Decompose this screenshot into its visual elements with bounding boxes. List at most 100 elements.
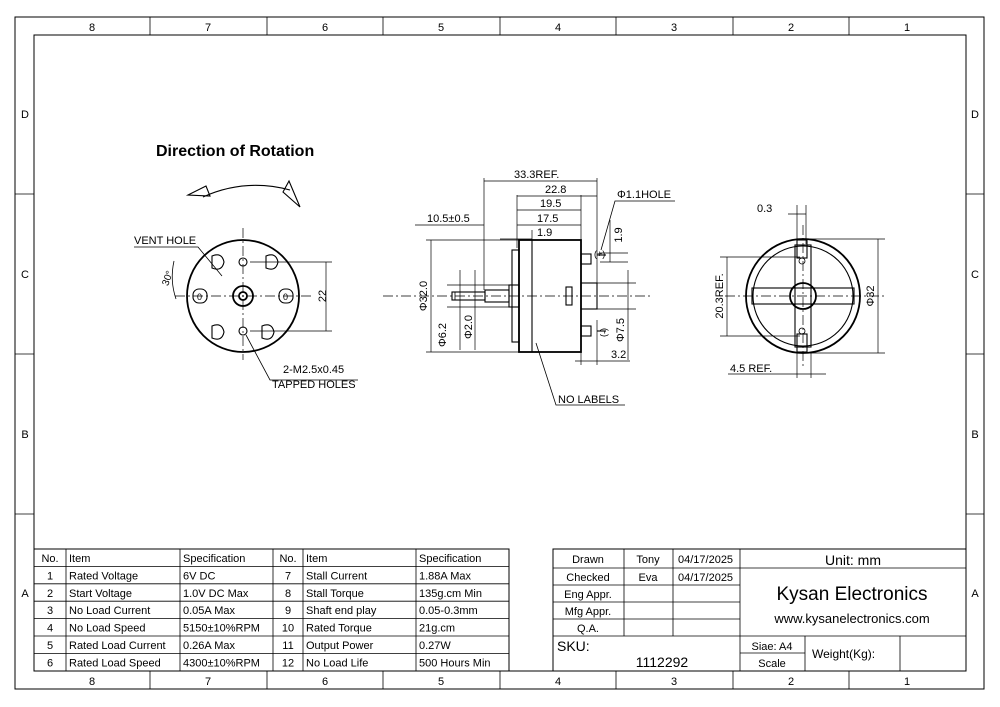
diameter-boss: Φ6.2	[437, 323, 449, 347]
drawn-date: 04/17/2025	[678, 554, 733, 566]
spec-cell: Stall Current	[306, 570, 367, 582]
eng-appr-label: Eng Appr.	[564, 589, 612, 601]
company-website: www.kysanelectronics.com	[773, 611, 929, 626]
spec-header-cell: No.	[41, 553, 58, 565]
zone-col-8-top: 8	[89, 22, 95, 34]
zone-col-4-bottom: 4	[555, 676, 561, 688]
spec-cell: 4300±10%RPM	[183, 657, 260, 669]
zone-col-1-top: 1	[904, 22, 910, 34]
dim-0-3: 0.3	[757, 203, 772, 215]
dim-1-9-vertical: 1.9	[613, 227, 625, 242]
spec-cell: Shaft end play	[306, 605, 377, 617]
checked-by: Eva	[639, 572, 659, 584]
checked-label: Checked	[566, 572, 609, 584]
spec-header-cell: Item	[69, 553, 90, 565]
dim-3-2: 3.2	[611, 349, 626, 361]
zone-col-7-top: 7	[205, 22, 211, 34]
zone-row-a-left: A	[21, 588, 29, 600]
zero-mark-right: 0	[283, 292, 288, 302]
rotation-title: Direction of Rotation	[156, 143, 314, 160]
spec-header-cell: Specification	[419, 553, 481, 565]
spec-cell: 0.27W	[419, 640, 451, 652]
zone-col-7-bottom: 7	[205, 676, 211, 688]
spec-cell: 6V DC	[183, 570, 215, 582]
drawn-by: Tony	[636, 554, 660, 566]
spec-cell: 8	[285, 588, 291, 600]
spec-cell: Rated Torque	[306, 623, 372, 635]
unit-label: Unit: mm	[825, 552, 881, 568]
rotation-arc	[202, 184, 291, 198]
weight-label: Weight(Kg):	[812, 647, 875, 661]
zero-mark-left: 0	[197, 292, 202, 302]
sku-label: SKU:	[557, 638, 590, 654]
side-view: (+) (-) 33.3REF. 22.8 19.5 17.5 1.9 10.5…	[383, 169, 675, 406]
scale-label: Scale	[758, 658, 786, 670]
spec-cell: Rated Load Current	[69, 640, 166, 652]
company-name: Kysan Electronics	[776, 584, 927, 605]
spec-cell: Rated Voltage	[69, 570, 138, 582]
spec-cell: 1	[47, 570, 53, 582]
zone-row-d-left: D	[21, 109, 29, 121]
spec-cell: Start Voltage	[69, 588, 132, 600]
spec-cell: 3	[47, 605, 53, 617]
zone-row-a-right: A	[971, 588, 979, 600]
spec-cell: 10	[282, 623, 294, 635]
zone-col-6-bottom: 6	[322, 676, 328, 688]
spec-header-cell: No.	[279, 553, 296, 565]
hole-spacing-22: 22	[317, 290, 329, 302]
spec-cell: 9	[285, 605, 291, 617]
rear-view: 0.3 20.3REF. Φ32 4.5 REF.	[714, 203, 885, 378]
diameter-body: Φ32.0	[418, 281, 430, 311]
dim-20-3-ref: 20.3REF.	[714, 273, 726, 318]
dim-4-5-ref: 4.5 REF.	[730, 363, 772, 375]
angle-30-label: 30°	[160, 269, 176, 287]
spec-cell: 1.0V DC Max	[183, 588, 249, 600]
spec-cell: 4	[47, 623, 53, 635]
spec-cell: 5	[47, 640, 53, 652]
spec-header-cell: Item	[306, 553, 327, 565]
drawn-label: Drawn	[572, 554, 604, 566]
spec-cell: 21g.cm	[419, 623, 455, 635]
spec-cell: 0.26A Max	[183, 640, 235, 652]
rotation-arrow-right	[282, 179, 301, 208]
zone-col-6-top: 6	[322, 22, 328, 34]
rear-diameter: Φ32	[865, 285, 877, 306]
zone-row-d-right: D	[971, 109, 979, 121]
sku-value: 1112292	[636, 654, 689, 670]
mfg-appr-label: Mfg Appr.	[565, 606, 611, 618]
dim-overall-33-3: 33.3REF.	[514, 169, 559, 181]
zone-col-2-top: 2	[788, 22, 794, 34]
zone-col-8-bottom: 8	[89, 676, 95, 688]
checked-date: 04/17/2025	[678, 572, 733, 584]
zone-col-1-bottom: 1	[904, 676, 910, 688]
spec-cell: 12	[282, 657, 294, 669]
tapped-holes-label-2: TAPPED HOLES	[272, 379, 356, 391]
spec-cell: Output Power	[306, 640, 374, 652]
dim-19-5: 19.5	[540, 198, 561, 210]
spec-cell: 2	[47, 588, 53, 600]
diameter-shaft: Φ2.0	[463, 315, 475, 339]
drawing-frame: 8 7 6 5 4 3 2 1 8 7 6 5 4 3 2 1 D C B A …	[14, 16, 985, 690]
diameter-rear: Φ7.5	[615, 318, 627, 342]
zone-col-4-top: 4	[555, 22, 561, 34]
hole-label: Φ1.1HOLE	[617, 189, 671, 201]
zone-col-5-top: 5	[438, 22, 444, 34]
qa-label: Q.A.	[577, 623, 599, 635]
zone-col-3-bottom: 3	[671, 676, 677, 688]
spec-cell: 500 Hours Min	[419, 657, 491, 669]
zone-row-c-right: C	[971, 269, 979, 281]
no-labels-note: NO LABELS	[558, 394, 619, 406]
minus-terminal-label: (-)	[600, 328, 610, 337]
spec-cell: 6	[47, 657, 53, 669]
title-block: Drawn Tony 04/17/2025 Checked Eva 04/17/…	[552, 548, 967, 672]
spec-cell: 0.05-0.3mm	[419, 605, 478, 617]
spec-cell: 5150±10%RPM	[183, 623, 260, 635]
rotation-arrow-left	[185, 185, 211, 197]
tapped-holes-label-1: 2-M2.5x0.45	[283, 364, 344, 376]
dim-1-9-horizontal: 1.9	[537, 227, 552, 239]
zone-col-3-top: 3	[671, 22, 677, 34]
spec-cell: No Load Current	[69, 605, 150, 617]
zone-row-b-right: B	[971, 429, 978, 441]
